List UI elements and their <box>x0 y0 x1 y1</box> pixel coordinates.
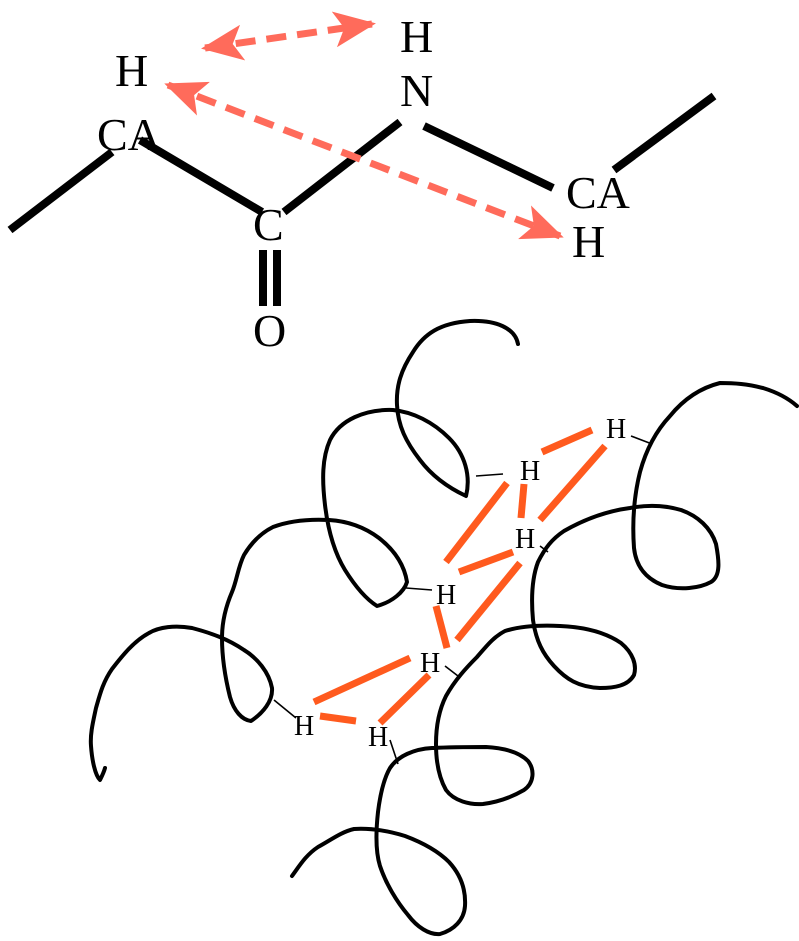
atom-ca-2: CA <box>566 167 630 218</box>
peptide-structure: H H N CA C O CA H <box>7 11 717 356</box>
noe-contact-4 <box>443 480 510 565</box>
bond-n-ca2 <box>422 122 555 192</box>
noe-contact-6 <box>454 560 523 643</box>
atom-h-alpha-1: H <box>115 45 148 96</box>
h-stub-6 <box>273 699 297 719</box>
helix-proton-6: H <box>294 711 314 742</box>
h-stub-5 <box>444 665 459 677</box>
h-stub-3 <box>539 545 549 553</box>
h-stub-1 <box>475 473 504 477</box>
h-stub-7 <box>389 739 399 765</box>
noe-arrow-ha-hn <box>201 11 376 61</box>
noe-contact-1 <box>540 426 594 456</box>
atom-h-amide: H <box>400 11 433 62</box>
noe-contact-3 <box>517 483 528 519</box>
helix-backbone <box>88 318 520 782</box>
noe-contact-5 <box>457 548 515 576</box>
helix-proton-2: H <box>520 456 540 487</box>
noe-contact-9 <box>319 712 357 725</box>
atom-carbonyl-c: C <box>253 199 284 250</box>
h-stub-4 <box>405 587 433 591</box>
atom-h-alpha-2: H <box>572 216 605 267</box>
helix-backbone-right <box>290 381 799 937</box>
helix-proton-4: H <box>436 580 456 611</box>
bond-chain-left <box>7 148 115 234</box>
atom-carbonyl-o: O <box>253 305 286 356</box>
helix-proton-7: H <box>368 722 388 753</box>
noe-contact-2 <box>537 443 608 523</box>
helix-diagram: H H H H H H H <box>88 318 799 937</box>
helix-proton-1: H <box>606 414 626 445</box>
noe-contact-8 <box>312 654 412 706</box>
helix-proton-3: H <box>515 524 535 555</box>
bond-chain-right <box>611 92 717 174</box>
h-stub-2 <box>630 435 653 445</box>
noe-contact-10 <box>377 672 432 726</box>
helix-proton-5: H <box>420 648 440 679</box>
atom-ca-1: CA <box>97 109 161 160</box>
noe-arrow-ha-ha <box>164 81 564 240</box>
atom-nitrogen: N <box>400 65 433 116</box>
noe-contact-7 <box>432 605 451 649</box>
